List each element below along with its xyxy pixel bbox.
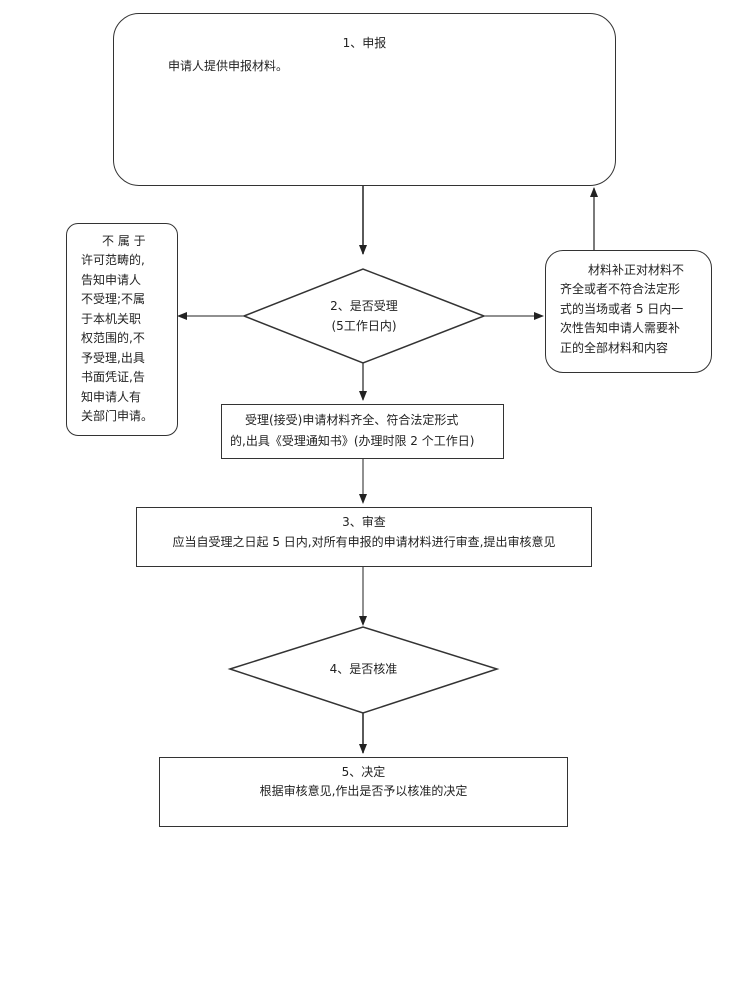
step3-review-box xyxy=(136,507,592,567)
reject-note-line-8: 书面凭证,告 xyxy=(81,370,145,384)
supplement-note-line-2: 齐全或者不符合法定形 xyxy=(560,282,681,296)
accept-notice-line-2: 的,出具《受理通知书》(办理时限 2 个工作日) xyxy=(230,434,475,448)
reject-note-line-9: 知申请人有 xyxy=(81,390,142,404)
step5-description: 根据审核意见,作出是否予以核准的决定 xyxy=(259,784,468,798)
reject-note-line-1: 不 属 于 xyxy=(102,234,146,248)
reject-note-line-4: 不受理;不属 xyxy=(81,292,146,306)
accept-decision-diamond xyxy=(241,268,487,364)
accept-notice-box xyxy=(221,404,504,459)
reject-note-line-2: 许可范畴的, xyxy=(81,253,145,267)
reject-note-line-3: 告知申请人 xyxy=(81,273,142,287)
step3-description: 应当自受理之日起 5 日内,对所有申报的申请材料进行审查,提出审核意见 xyxy=(172,535,556,549)
step1-title: 1、申报 xyxy=(342,36,387,50)
reject-note-line-10: 关部门申请。 xyxy=(81,409,154,423)
step1-apply-box xyxy=(113,13,616,186)
reject-note-line-6: 权范围的,不 xyxy=(81,331,145,345)
supplement-note-box xyxy=(545,250,712,373)
approve-decision-title: 4、是否核准 xyxy=(329,662,398,676)
supplement-note-line-3: 式的当场或者 5 日内一 xyxy=(560,302,684,316)
accept-decision-timelimit: (5工作日内) xyxy=(331,319,397,333)
accept-decision-title: 2、是否受理 xyxy=(330,299,398,313)
reject-note-box xyxy=(66,223,178,436)
supplement-note-line-4: 次性告知申请人需要补 xyxy=(560,321,681,335)
step5-title: 5、决定 xyxy=(341,765,386,779)
approve-decision-diamond xyxy=(227,626,500,714)
step3-title: 3、审查 xyxy=(342,515,386,529)
supplement-note-line-1: 材料补正对材料不 xyxy=(588,263,685,277)
supplement-note-line-5: 正的全部材料和内容 xyxy=(560,341,669,355)
step5-decision-box xyxy=(159,757,568,827)
accept-notice-line-1: 受理(接受)申请材料齐全、符合法定形式 xyxy=(245,413,459,427)
reject-note-line-7: 予受理,出具 xyxy=(81,351,145,365)
reject-note-line-5: 于本机关职 xyxy=(81,312,142,326)
step1-description: 申请人提供申报材料。 xyxy=(168,59,289,73)
